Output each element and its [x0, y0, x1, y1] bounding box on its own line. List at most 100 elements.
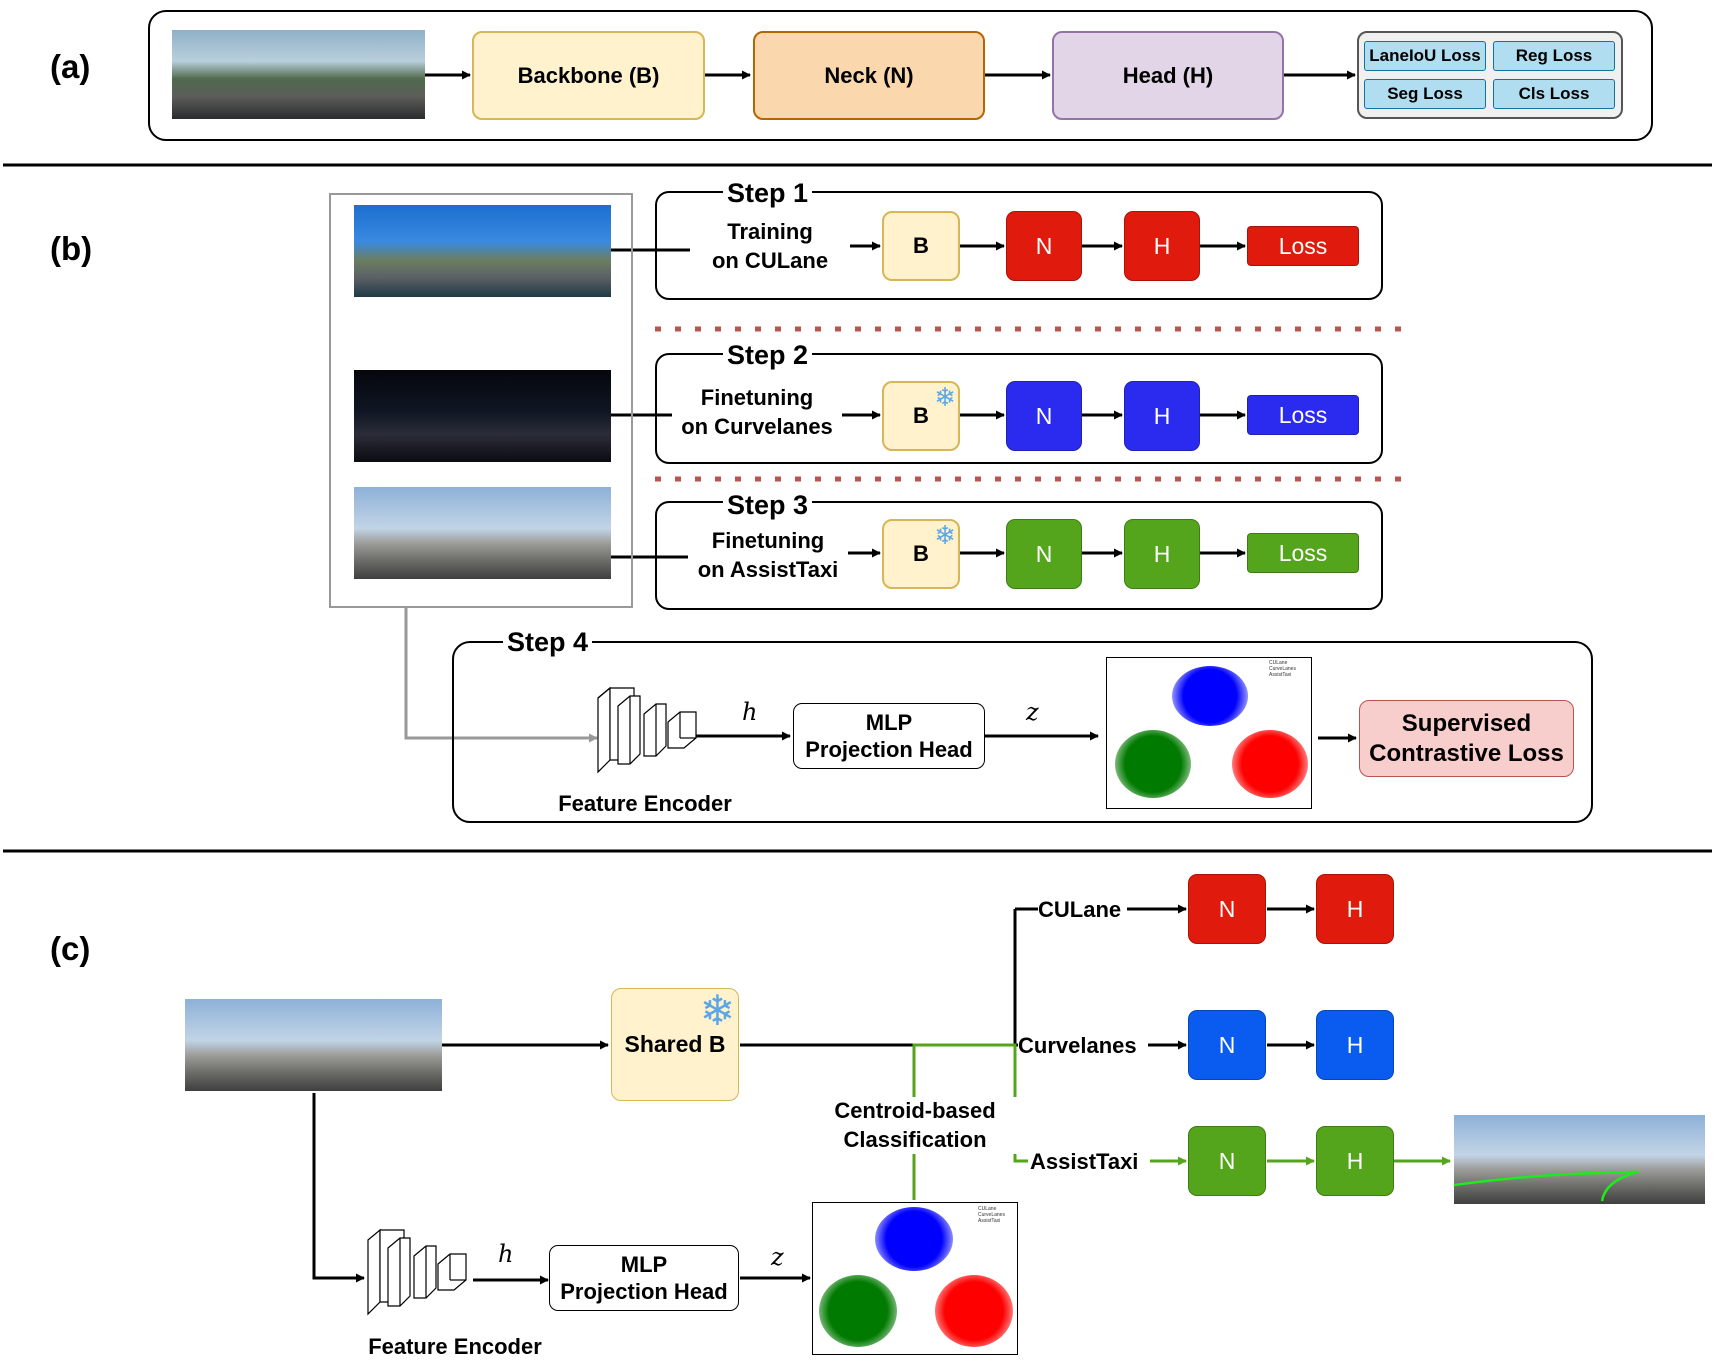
embedding-cluster-plot: CULane CurveLanes AssistTaxi [812, 1202, 1018, 1355]
panel-label-a: (a) [50, 48, 91, 85]
culane-head-box: H [1316, 874, 1394, 944]
step-1-caption: Training on CULane [690, 218, 850, 276]
legend-entry: CurveLanes [1269, 666, 1296, 672]
shared-backbone-box: Shared B ❄ [611, 987, 739, 1101]
feature-encoder-label: Feature Encoder [558, 791, 732, 816]
caption-line: on Curvelanes [672, 412, 842, 442]
input-taxi-photo [185, 999, 442, 1091]
curvelanes-cluster [1232, 730, 1308, 798]
loss-box: Loss [1247, 226, 1359, 266]
mlp-line: Projection Head [805, 737, 973, 762]
caption-line: on AssistTaxi [688, 555, 848, 585]
output-lane-photo [1454, 1115, 1705, 1204]
panel-label-b: (b) [50, 230, 93, 267]
loss-group: LaneIoU Loss Reg Loss Seg Loss Cls Loss [1357, 31, 1623, 119]
loss-line: Supervised [1401, 709, 1532, 737]
assisttaxi-photo [354, 487, 611, 579]
legend-entry: AssistTaxi [978, 1218, 1001, 1224]
dataset-image-stack [329, 193, 633, 608]
loss-box: Loss [1247, 533, 1359, 573]
panel-a-frame [148, 10, 1653, 141]
culane-cluster [875, 1207, 953, 1271]
h-symbol: h [498, 1240, 514, 1268]
head-box: Head (H) [1052, 31, 1284, 120]
branch-label-assisttaxi: AssistTaxi [1030, 1148, 1139, 1177]
step-4-title: Step 4 [503, 629, 593, 656]
feature-encoder-icon [367, 1228, 467, 1316]
backbone-box: Backbone (B) [472, 31, 705, 120]
reg-loss-box: Reg Loss [1493, 41, 1615, 71]
assisttaxi-cluster [1115, 730, 1191, 798]
seg-loss-box: Seg Loss [1364, 79, 1486, 109]
culane-neck-box: N [1188, 874, 1266, 944]
encoder-feed [312, 1093, 365, 1283]
caption-line: Finetuning [688, 527, 848, 556]
legend-entry: CULane [1269, 660, 1288, 666]
caption-line: on CULane [690, 246, 850, 276]
branch-label-culane: CULane [1038, 896, 1122, 925]
mlp-line: MLP [865, 709, 913, 735]
shared-backbone-label: Shared B [624, 1031, 726, 1058]
neck-box: N [1006, 519, 1082, 589]
step-2-frame [655, 353, 1383, 464]
step-3-frame [655, 501, 1383, 610]
neck-box: N [1006, 381, 1082, 451]
backbone-box: B [882, 211, 960, 281]
culane-cluster [1172, 666, 1248, 726]
panel-label-c: (c) [50, 930, 91, 967]
gray-connector [404, 608, 598, 743]
curvelanes-cluster [935, 1275, 1013, 1347]
plot-legend: CULane CurveLanes AssistTaxi [1269, 660, 1296, 678]
backbone-label: B [913, 403, 929, 429]
backbone-label: B [913, 541, 929, 567]
classification-line: Classification [843, 1126, 987, 1152]
head-box: H [1124, 381, 1200, 451]
mlp-line: MLP [620, 1251, 668, 1277]
feature-encoder-label: Feature Encoder [368, 1334, 542, 1359]
legend-entry: CurveLanes [978, 1212, 1005, 1218]
step-1-frame [655, 191, 1383, 300]
z-symbol: z [771, 1243, 784, 1271]
laneiou-loss-box: LaneIoU Loss [1364, 41, 1486, 71]
curvelanes-head-box: H [1316, 1010, 1394, 1080]
mlp-line: Projection Head [560, 1279, 728, 1304]
plot-legend: CULane CurveLanes AssistTaxi [978, 1206, 1005, 1224]
assisttaxi-cluster [819, 1275, 897, 1347]
culane-photo [354, 205, 611, 297]
embedding-cluster-plot: CULane CurveLanes AssistTaxi [1106, 657, 1312, 809]
branch-label-curvelanes: Curvelanes [1018, 1032, 1137, 1061]
snowflake-icon: ❄ [934, 520, 956, 550]
curvelanes-photo [354, 370, 611, 462]
h-symbol: h [742, 698, 758, 726]
assisttaxi-neck-box: N [1188, 1126, 1266, 1196]
snowflake-icon: ❄ [934, 382, 956, 412]
green-route [912, 1043, 1028, 1200]
detected-lane-overlay [1454, 1170, 1640, 1202]
centroid-classification-label: Centroid-based Classification [810, 1097, 1020, 1155]
neck-box: N [1006, 211, 1082, 281]
snowflake-icon: ❄ [699, 987, 735, 1034]
frozen-backbone-box: B ❄ [882, 519, 960, 589]
legend-entry: CULane [978, 1206, 997, 1212]
step-3-title: Step 3 [723, 492, 813, 519]
neck-box: Neck (N) [753, 31, 985, 120]
step-2-title: Step 2 [723, 342, 813, 369]
step-4-frame [452, 641, 1593, 823]
curvelanes-neck-box: N [1188, 1010, 1266, 1080]
feature-encoder-icon [597, 686, 697, 774]
loss-box: Loss [1247, 395, 1359, 435]
cls-loss-box: Cls Loss [1493, 79, 1615, 109]
head-box: H [1124, 211, 1200, 281]
frozen-backbone-box: B ❄ [882, 381, 960, 451]
caption-line: Training [690, 218, 850, 247]
assisttaxi-head-box: H [1316, 1126, 1394, 1196]
step-1-title: Step 1 [723, 180, 813, 207]
step-3-caption: Finetuning on AssistTaxi [688, 527, 848, 585]
road-photo [172, 30, 425, 119]
caption-line: Finetuning [672, 384, 842, 413]
